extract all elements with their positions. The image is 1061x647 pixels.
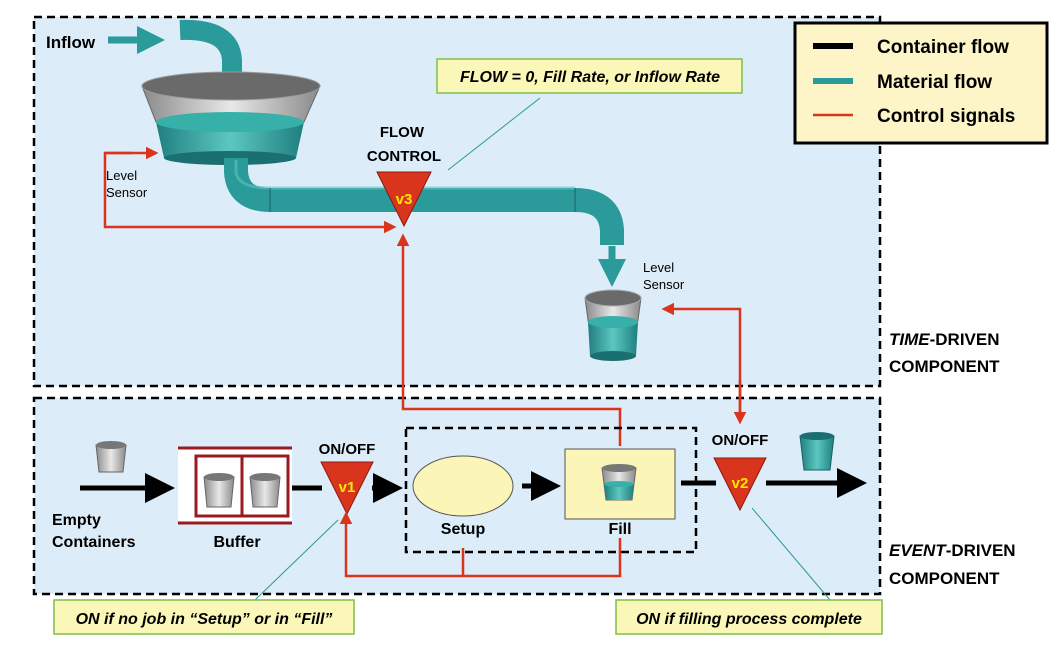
legend-item-control-signals: Control signals	[813, 106, 1015, 127]
level-sensor-top-label: Level Sensor	[106, 168, 148, 200]
legend-label: Material flow	[877, 72, 992, 93]
inflow-pipe	[179, 19, 242, 96]
buffer-label: Buffer	[213, 534, 260, 551]
flow-note-box	[436, 58, 743, 94]
valve-v3: v3	[376, 171, 432, 228]
fill-container-icon	[601, 464, 637, 501]
fill-label: Fill	[608, 521, 631, 538]
valve-v1-label: v1	[339, 479, 356, 496]
valve-v3-label: v3	[396, 191, 413, 208]
on-off-v2-label: ON/OFF	[712, 432, 769, 449]
setup-label: Setup	[441, 521, 486, 538]
process-group	[404, 426, 698, 554]
valve-v2-label: v2	[732, 475, 749, 492]
note-v2-leader	[751, 507, 831, 601]
flow-note-leader	[447, 97, 541, 171]
hopper-tank	[141, 71, 321, 165]
note-v2-box	[615, 599, 883, 635]
level-sensor-right-label: Level Sensor	[643, 260, 685, 292]
buffer-container-2	[249, 473, 281, 508]
on-off-v1-label: ON/OFF	[319, 441, 376, 458]
note-v1-leader	[254, 519, 339, 601]
full-container-icon	[799, 432, 835, 471]
legend-label: Container flow	[877, 37, 1009, 58]
buffer-container-1	[203, 473, 235, 508]
control-signal-to-v1	[339, 511, 622, 578]
setup-station	[412, 455, 514, 517]
main-pipe	[224, 158, 624, 245]
time-driven-label: TIME-DRIVEN COMPONENT	[889, 330, 1004, 376]
valve-v2: v2	[713, 457, 767, 512]
empty-containers-label: Empty Containers	[52, 512, 136, 551]
empty-container-icon	[95, 441, 127, 473]
legend-item-material-flow: Material flow	[813, 72, 992, 93]
fill-station	[564, 448, 676, 520]
note-v2-text: ON if filling process complete	[636, 611, 862, 628]
inflow-label: Inflow	[46, 33, 96, 52]
flow-control-label: FLOW CONTROL	[367, 124, 441, 165]
legend-item-container-flow: Container flow	[813, 37, 1009, 58]
event-driven-label: EVENT-DRIVEN COMPONENT	[889, 541, 1020, 588]
valve-v1: v1	[320, 461, 374, 516]
legend: Container flow Material flow Control sig…	[793, 21, 1049, 145]
lower-tank	[584, 289, 642, 361]
note-v1-box	[53, 599, 355, 635]
buffer	[178, 446, 292, 525]
flow-note-text: FLOW = 0, Fill Rate, or Inflow Rate	[460, 69, 720, 86]
note-v1-text: ON if no job in “Setup” or in “Fill”	[76, 611, 333, 628]
legend-label: Control signals	[877, 106, 1015, 127]
